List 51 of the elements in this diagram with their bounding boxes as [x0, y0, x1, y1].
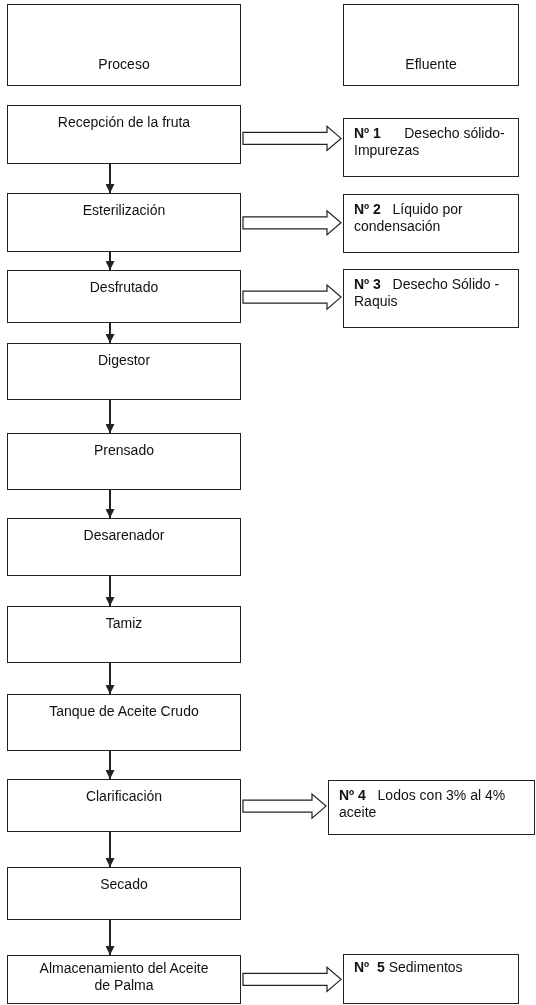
- header-box: [343, 4, 519, 86]
- block-arrow: [242, 125, 342, 152]
- block-arrow: [242, 209, 342, 237]
- arrow: [105, 575, 115, 607]
- block-arrow: [242, 792, 327, 820]
- arrow: [105, 163, 115, 194]
- block-arrow: [242, 966, 342, 993]
- effluent-box: [343, 954, 519, 1004]
- process-box: [7, 105, 241, 164]
- arrow: [105, 831, 115, 868]
- effluent-box: [343, 118, 519, 177]
- arrow: [105, 662, 115, 695]
- header-box: [7, 4, 241, 86]
- process-box: [7, 270, 241, 323]
- box-text: Nº 1 Desecho sólido- Impurezas: [354, 125, 506, 159]
- box-text: Prensado: [94, 442, 154, 459]
- process-box: [7, 606, 241, 663]
- arrow: [105, 489, 115, 519]
- process-box: [7, 779, 241, 832]
- box-text: Clarificación: [85, 788, 163, 805]
- box-text: Secado: [100, 876, 148, 893]
- arrow: [105, 750, 115, 780]
- arrow: [105, 251, 115, 271]
- box-text: Tamiz: [105, 615, 143, 632]
- process-box: [7, 955, 241, 1004]
- box-text: Nº 4 Lodos con 3% al 4% aceite: [339, 787, 507, 821]
- box-text: Nº 3 Desecho Sólido - Raquis: [354, 276, 501, 310]
- effluent-box: [343, 194, 519, 253]
- box-text: Digestor: [97, 352, 151, 369]
- process-box: [7, 343, 241, 400]
- box-text: Desarenador: [83, 527, 165, 544]
- process-box: [7, 433, 241, 490]
- process-box: [7, 694, 241, 751]
- box-text: Proceso: [98, 56, 150, 73]
- effluent-box: [328, 780, 535, 835]
- box-text: Nº 5 Sedimentos: [354, 959, 464, 976]
- box-text: Efluente: [405, 56, 457, 73]
- process-box: [7, 867, 241, 920]
- arrow: [105, 919, 115, 956]
- box-text: Tanque de Aceite Crudo: [49, 703, 199, 720]
- box-text: Almacenamiento del Aceite de Palma: [38, 960, 210, 994]
- box-text: Desfrutado: [89, 279, 159, 296]
- box-text: Recepción de la fruta: [57, 114, 191, 131]
- block-arrow: [242, 283, 342, 311]
- box-text: Esterilización: [82, 202, 166, 219]
- effluent-box: [343, 269, 519, 328]
- process-box: [7, 193, 241, 252]
- process-box: [7, 518, 241, 576]
- arrow: [105, 322, 115, 344]
- arrow: [105, 399, 115, 434]
- box-text: Nº 2 Líquido por condensación: [354, 201, 464, 235]
